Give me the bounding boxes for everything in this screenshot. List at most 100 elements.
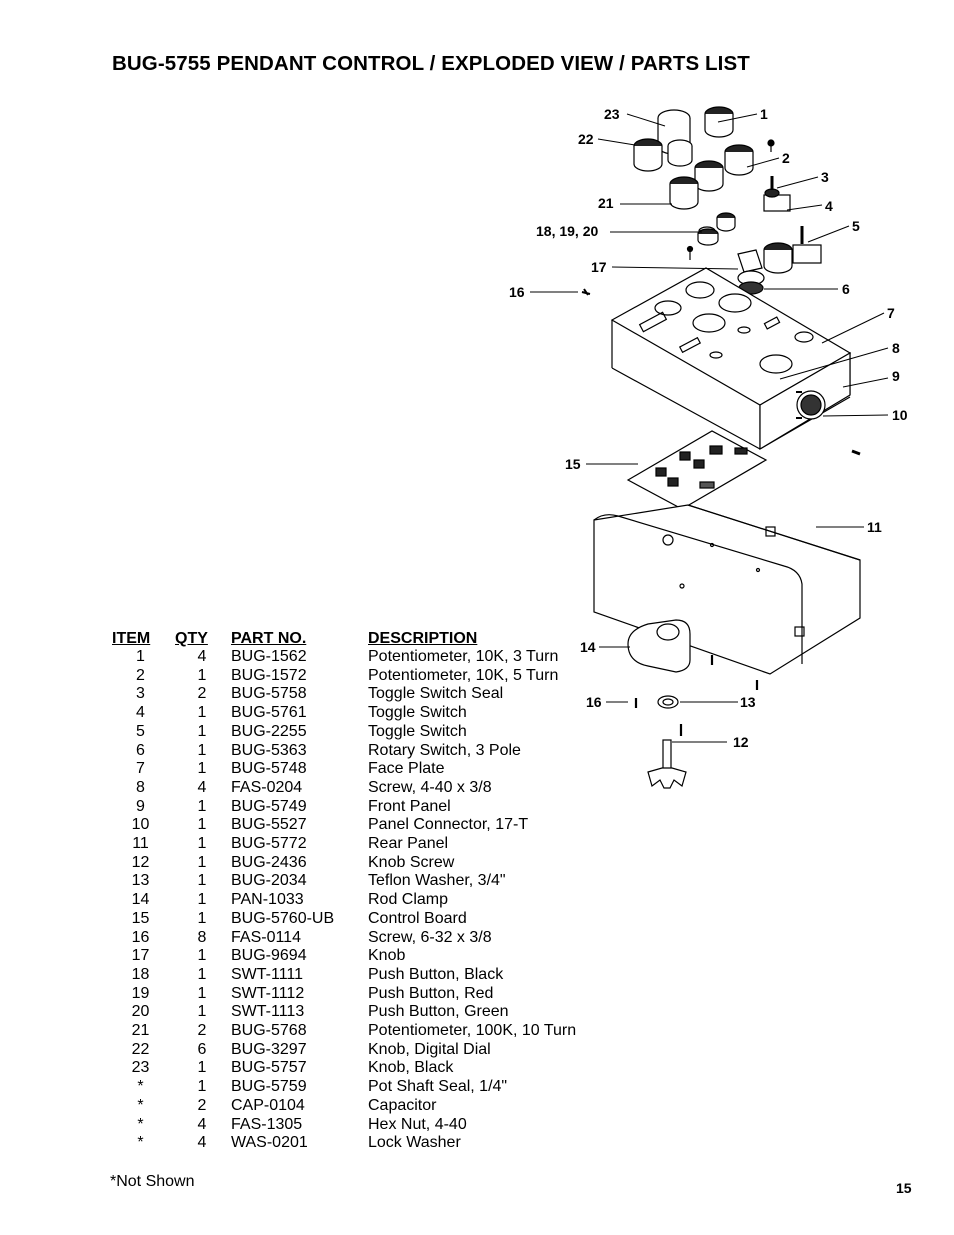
- cell-item: 16: [131, 928, 150, 946]
- cell-description: Toggle Switch Seal: [368, 685, 504, 703]
- cell-item: 21: [131, 1022, 150, 1040]
- push-buttons: [686, 212, 736, 260]
- callout-15: 15: [565, 456, 581, 472]
- cell-qty: 8: [197, 928, 207, 946]
- callout-12: 12: [733, 734, 749, 750]
- cell-description: Capacitor: [368, 1096, 437, 1114]
- cell-item: 13: [131, 872, 150, 890]
- cell-part-no: BUG-5772: [231, 835, 307, 853]
- cell-qty: 1: [197, 722, 207, 740]
- cell-description: Knob Screw: [368, 853, 455, 871]
- cell-item: 6: [136, 741, 145, 759]
- cell-description: Control Board: [368, 909, 467, 927]
- cell-item: 2: [136, 666, 145, 684]
- cell-item: 17: [131, 947, 150, 965]
- cell-description: Hex Nut, 4-40: [368, 1115, 467, 1133]
- callout-16-upper: 16: [509, 284, 525, 300]
- cell-part-no: BUG-5749: [231, 797, 307, 815]
- cell-item: 3: [136, 685, 145, 703]
- cell-part-no: WAS-0201: [231, 1134, 308, 1152]
- cell-description: Push Button, Green: [368, 1003, 509, 1021]
- toggle-switches: [763, 139, 822, 274]
- cell-description: Potentiometer, 10K, 3 Turn: [368, 648, 559, 665]
- cell-part-no: BUG-5363: [231, 741, 307, 759]
- cell-qty: 1: [197, 965, 207, 983]
- front-panel: [759, 351, 861, 456]
- cell-item: 11: [132, 835, 149, 853]
- cell-qty: 2: [197, 1096, 207, 1114]
- callout-11: 11: [867, 519, 882, 535]
- cell-description: Knob: [368, 947, 406, 965]
- cell-item: 22: [131, 1040, 150, 1058]
- cell-qty: 1: [197, 1003, 207, 1021]
- cell-part-no: BUG-5761: [231, 704, 307, 722]
- cell-description: Screw, 6-32 x 3/8: [368, 928, 492, 946]
- callout-14: 14: [580, 639, 596, 655]
- cell-qty: 1: [197, 872, 207, 890]
- cell-description: Pot Shaft Seal, 1/4": [368, 1078, 508, 1096]
- header-part-no: PART NO.: [231, 629, 307, 647]
- cell-qty: 1: [197, 704, 207, 722]
- table-row: 18 1 SWT-1111 Push Button, Black: [108, 966, 608, 985]
- callout-17: 17: [591, 259, 607, 275]
- cell-description: Rotary Switch, 3 Pole: [368, 741, 521, 759]
- cell-description: Push Button, Red: [368, 984, 494, 1002]
- cell-description: Potentiometer, 100K, 10 Turn: [368, 1022, 577, 1040]
- callout-3: 3: [821, 169, 829, 185]
- callout-7: 7: [887, 305, 895, 321]
- cell-item: 12: [131, 853, 150, 871]
- cell-qty: 4: [197, 648, 207, 665]
- cell-part-no: SWT-1111: [231, 965, 304, 983]
- knob-cluster: [633, 106, 754, 210]
- cell-description: Panel Connector, 17-T: [368, 816, 529, 834]
- cell-qty: 1: [197, 891, 207, 909]
- cell-description: Push Button, Black: [368, 965, 504, 983]
- cell-part-no: PAN-1033: [231, 891, 304, 909]
- callout-5: 5: [852, 218, 860, 234]
- cell-item: 23: [131, 1059, 150, 1077]
- cell-item: 7: [136, 760, 145, 778]
- callout-21: 21: [598, 195, 614, 211]
- cell-qty: 1: [197, 835, 207, 853]
- cell-qty: 1: [197, 816, 207, 834]
- table-row: 6 1 BUG-5363 Rotary Switch, 3 Pole: [108, 742, 608, 761]
- cell-item: 19: [131, 984, 150, 1002]
- callout-1: 1: [760, 106, 768, 122]
- table-row: 16 8 FAS-0114 Screw, 6-32 x 3/8: [108, 929, 608, 948]
- cell-qty: 4: [197, 1134, 207, 1152]
- cell-part-no: BUG-5758: [231, 685, 307, 703]
- cell-qty: 6: [197, 1040, 207, 1058]
- cell-item: 18: [131, 965, 150, 983]
- cell-qty: 1: [197, 1059, 207, 1077]
- cell-item: 10: [131, 816, 150, 834]
- cell-qty: 1: [197, 984, 207, 1002]
- cell-part-no: BUG-1572: [231, 666, 307, 684]
- cell-part-no: BUG-5759: [231, 1078, 307, 1096]
- cell-qty: 1: [197, 741, 207, 759]
- cell-item: 5: [136, 722, 145, 740]
- callout-13: 13: [740, 694, 756, 710]
- rotary-switch: [737, 249, 765, 295]
- cell-qty: 1: [197, 909, 207, 927]
- not-shown-footnote: *Not Shown: [110, 1173, 195, 1190]
- cell-qty: 1: [197, 1078, 207, 1096]
- cell-part-no: FAS-0114: [231, 928, 301, 946]
